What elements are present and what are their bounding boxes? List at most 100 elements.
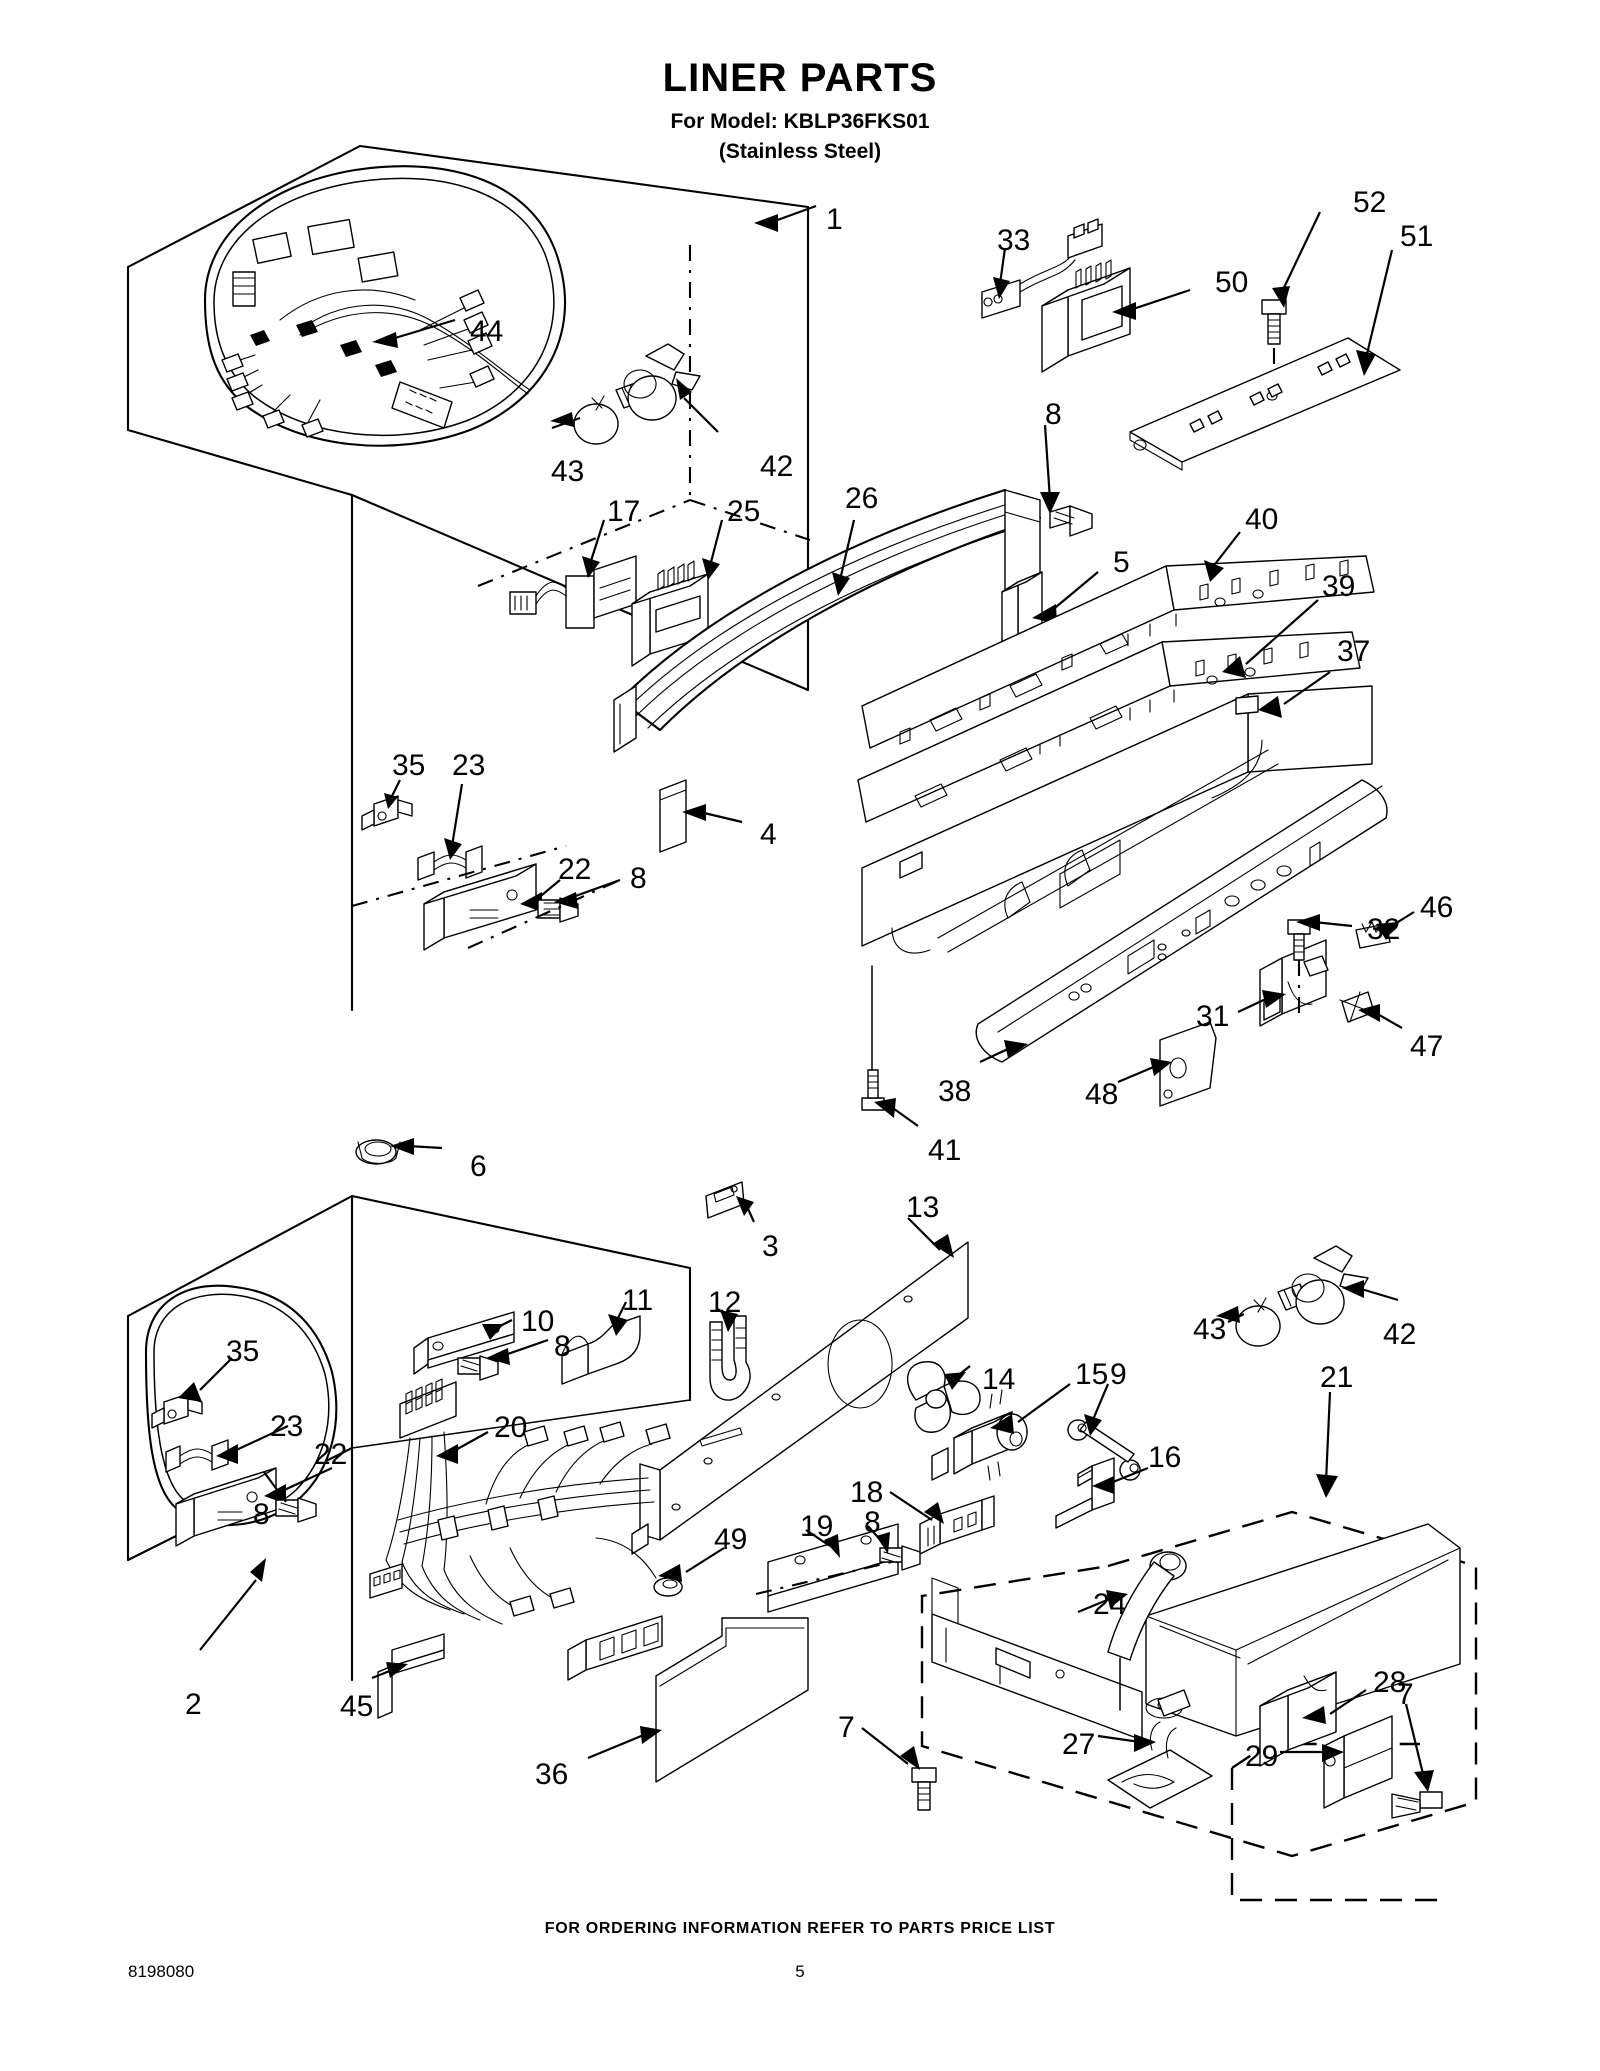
cover-clip (705, 1181, 756, 1223)
callout-19: 19 (800, 1510, 834, 1543)
callout-6: 6 (470, 1150, 487, 1183)
callout-25: 25 (727, 495, 761, 528)
callout-41: 41 (928, 1134, 962, 1167)
callout-50: 50 (1215, 266, 1249, 299)
terminal-block (889, 1491, 995, 1555)
finish-line: (Stainless Steel) (718, 140, 882, 163)
callout-20: 20 (494, 1411, 528, 1444)
callout-31: 31 (1196, 1000, 1230, 1033)
callout-8-upper-panel: 8 (1045, 398, 1062, 431)
callout-44: 44 (470, 315, 504, 348)
screw-lower (861, 1727, 937, 1811)
callout-8-bracket10: 8 (554, 1330, 571, 1363)
screw-41 (861, 965, 919, 1127)
page-title: LINER PARTS (662, 56, 938, 100)
callout-8-rail: 8 (864, 1506, 881, 1539)
ribbon-cable (613, 488, 1042, 753)
callout-43-lower: 43 (1193, 1313, 1227, 1346)
bracket-29 (1280, 1715, 1393, 1809)
fan-blade (906, 1361, 981, 1433)
lamp-socket (623, 343, 719, 433)
panel-36 (587, 1617, 809, 1783)
callout-28: 28 (1373, 1666, 1407, 1699)
callout-5: 5 (1113, 546, 1130, 579)
screw-bracket-10 (457, 1338, 549, 1381)
callout-39: 39 (1322, 570, 1356, 603)
callout-9: 9 (1110, 1358, 1127, 1391)
callout-7-bracket: 7 (1397, 1678, 1414, 1711)
switch-17 (509, 519, 637, 629)
callout-23-upper: 23 (452, 749, 486, 782)
bulb-lower (1216, 1283, 1309, 1347)
callout-2: 2 (185, 1688, 202, 1721)
callout-38: 38 (938, 1075, 972, 1108)
main-harness (203, 165, 566, 447)
grommet (355, 1138, 443, 1165)
callout-21: 21 (1320, 1361, 1354, 1394)
callout-47: 47 (1410, 1030, 1444, 1063)
screw-switch-lower (263, 1471, 317, 1523)
callout-51: 51 (1400, 220, 1434, 253)
ordering-note: FOR ORDERING INFORMATION REFER TO PARTS … (544, 1920, 1056, 1937)
callout-52: 52 (1353, 186, 1387, 219)
callout-15: 15 (1075, 1358, 1109, 1391)
callout-10: 10 (521, 1305, 555, 1338)
callout-3: 3 (762, 1230, 779, 1263)
liner-lower-cabinet (126, 1194, 692, 1682)
callout-26: 26 (845, 482, 879, 515)
relay-50 (1041, 259, 1191, 373)
drain-tube (1077, 1551, 1187, 1719)
screw-switch (537, 897, 579, 923)
page-number: 5 (795, 1962, 805, 1981)
strip-51 (1129, 249, 1401, 471)
panel-13 (631, 1217, 969, 1555)
board-39 (857, 599, 1361, 823)
callout-17: 17 (607, 495, 641, 528)
callout-43-upper: 43 (551, 455, 585, 488)
screw-32 (1287, 914, 1353, 1016)
trim-38 (937, 749, 1388, 1063)
callout-16: 16 (1148, 1441, 1182, 1474)
control-box-37 (861, 671, 1373, 954)
sensor-23 (417, 783, 483, 881)
lamp-socket-lower (1291, 1245, 1399, 1325)
callout-12: 12 (708, 1286, 742, 1319)
callout-45: 45 (340, 1690, 374, 1723)
screw-upper-panel (1040, 424, 1093, 537)
callout-36: 36 (535, 1758, 569, 1791)
rail-19 (755, 1523, 921, 1613)
callout-18: 18 (850, 1476, 884, 1509)
callout-8-switch-lower: 8 (253, 1498, 270, 1531)
callout-24: 24 (1093, 1588, 1127, 1621)
callout-4: 4 (760, 818, 777, 851)
callout-37: 37 (1337, 635, 1371, 668)
spacer-block (659, 779, 743, 853)
link-arm (1067, 1383, 1141, 1481)
callout-22-lower: 22 (314, 1438, 348, 1471)
wire-loop (709, 1307, 751, 1401)
callout-23-lower: 23 (270, 1410, 304, 1443)
document-number: 8198080 (128, 1962, 195, 1981)
clip-35 (361, 779, 413, 831)
heater-pad (1097, 1689, 1213, 1809)
callout-13: 13 (906, 1191, 940, 1224)
callout-22-upper: 22 (558, 853, 592, 886)
callout-8-switch: 8 (630, 862, 647, 895)
fan-motor (931, 1383, 1071, 1481)
callout-33: 33 (997, 224, 1031, 257)
callout-46: 46 (1420, 891, 1454, 924)
bracket-16 (1055, 1457, 1149, 1529)
callout-32: 32 (1367, 913, 1401, 946)
clip-45 (371, 1633, 445, 1719)
liner-cabinet-top (126, 144, 811, 1012)
callout-42-upper: 42 (760, 450, 794, 483)
eyelet-49 (595, 1537, 725, 1597)
lamp-housing (631, 519, 724, 667)
clip-35-lower (144, 1284, 338, 1547)
bulb (550, 381, 647, 445)
callout-29: 29 (1245, 1740, 1279, 1773)
hinge-31 (1237, 939, 1329, 1027)
callout-49: 49 (714, 1523, 748, 1556)
